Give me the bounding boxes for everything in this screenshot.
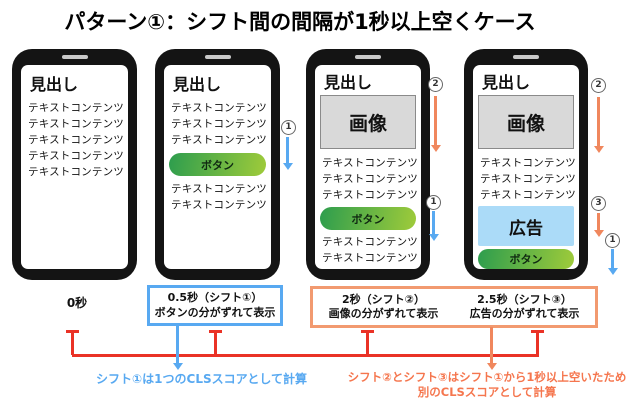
shift3-badge: 3 [591,196,606,211]
mock-button: ボタン [478,249,574,269]
shift2-3-cls-caption-line2: 別のCLSスコアとして計算 [417,385,557,399]
phone-speaker-icon [61,55,88,59]
mock-button: ボタン [320,207,416,230]
phone-screen: 見出し 画像 テキストコンテンツ テキストコンテンツ テキストコンテンツ 広告 … [473,65,579,269]
phone-screen: 見出し 画像 テキストコンテンツ テキストコンテンツ テキストコンテンツ ボタン… [315,65,421,269]
shift2-3-note-box: 2秒（シフト②） 画像の分がずれて表示 2.5秒（シフト③） 広告の分がずれて表… [310,286,598,328]
shift2-3-cls-caption-line1: シフト②とシフト③はシフト①から1秒以上空いたため [347,370,627,384]
phone-mockup-2s: 見出し 画像 テキストコンテンツ テキストコンテンツ テキストコンテンツ ボタン… [306,49,430,280]
shift1-timeline-arrow-icon [172,325,183,370]
mock-image-placeholder: 画像 [478,95,574,149]
mock-text-line: テキストコンテンツ [171,134,267,146]
shift2-note-desc: 画像の分がずれて表示 [328,307,439,320]
timeline-tick [361,330,374,355]
shift1-badge: 1 [281,120,296,135]
shift2-arrow-icon [430,96,441,152]
mock-text-line: テキストコンテンツ [171,183,267,195]
mock-text-line: テキストコンテンツ [28,118,124,130]
timeline-axis [72,354,539,357]
mock-button: ボタン [169,153,266,176]
mock-text-line: テキストコンテンツ [28,102,124,114]
phone-speaker-icon [355,55,381,59]
shift2-3-timeline-arrow-icon [486,327,497,370]
phone-speaker-icon [513,55,539,59]
mock-heading: 見出し [482,73,531,92]
mock-text-line: テキストコンテンツ [171,118,267,130]
shift1-badge: 1 [426,195,441,210]
mock-text-line: テキストコンテンツ [322,157,418,169]
shift1-arrow-icon [428,211,439,241]
time-label-0s: 0秒 [66,296,88,310]
mock-heading: 見出し [30,75,79,94]
shift3-note-time: 2.5秒（シフト③） [477,292,572,306]
mock-ad-placeholder: 広告 [478,206,574,246]
mock-text-line: テキストコンテンツ [28,134,124,146]
mock-image-placeholder: 画像 [320,95,416,149]
shift1-arrow-icon [282,137,293,170]
page-title: パターン①：シフト間の間隔が1秒以上空くケース [64,10,536,34]
mock-text-line: テキストコンテンツ [480,173,576,185]
timeline-tick [209,330,222,355]
mock-text-line: テキストコンテンツ [322,189,418,201]
mock-heading: 見出し [173,75,222,94]
shift2-badge: 2 [591,78,606,93]
mock-text-line: テキストコンテンツ [480,157,576,169]
mock-heading: 見出し [324,73,373,92]
shift1-note-desc: ボタンの分がずれて表示 [154,305,276,319]
shift1-cls-caption: シフト①は1つのCLSスコアとして計算 [96,372,308,386]
mock-text-line: テキストコンテンツ [480,189,576,201]
mock-text-line: テキストコンテンツ [322,236,418,248]
shift1-note-time: 0.5秒（シフト①） [167,291,263,304]
mock-text-line: テキストコンテンツ [28,150,124,162]
shift2-badge: 2 [428,77,443,92]
shift1-note-box: 0.5秒（シフト①） ボタンの分がずれて表示 [147,285,283,326]
phone-mockup-0s: 見出し テキストコンテンツ テキストコンテンツ テキストコンテンツ テキストコン… [12,49,137,280]
shift3-note-desc: 広告の分がずれて表示 [469,307,580,320]
shift1-badge: 1 [605,233,620,248]
shift2-arrow-icon [593,97,604,153]
mock-text-line: テキストコンテンツ [322,173,418,185]
shift2-3-cls-caption: シフト②とシフト③はシフト①から1秒以上空いたため 別のCLSスコアとして計算 [344,370,630,400]
shift1-arrow-icon [607,249,618,275]
phone-mockup-0-5s: 見出し テキストコンテンツ テキストコンテンツ テキストコンテンツ ボタン テキ… [155,49,280,280]
mock-text-line: テキストコンテンツ [28,166,124,178]
phone-mockup-2-5s: 見出し 画像 テキストコンテンツ テキストコンテンツ テキストコンテンツ 広告 … [464,49,588,280]
shift2-note-time: 2秒（シフト②） [342,292,425,306]
phone-screen: 見出し テキストコンテンツ テキストコンテンツ テキストコンテンツ テキストコン… [21,65,128,269]
mock-text-line: テキストコンテンツ [171,102,267,114]
timeline-tick [66,330,79,355]
mock-text-line: テキストコンテンツ [171,199,267,211]
phone-speaker-icon [204,55,231,59]
phone-screen: 見出し テキストコンテンツ テキストコンテンツ テキストコンテンツ ボタン テキ… [164,65,271,269]
shift3-arrow-icon [593,213,604,237]
mock-text-line: テキストコンテンツ [322,252,418,264]
timeline-tick [531,330,544,355]
